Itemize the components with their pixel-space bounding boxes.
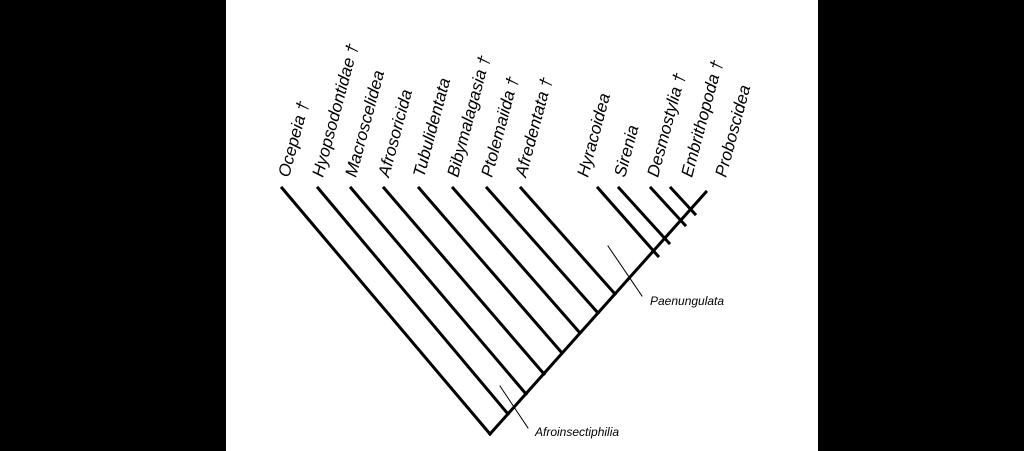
taxon-labels: Ocepeia † Hyopsodontidae † Macroscelidea…: [275, 41, 755, 180]
taxon-label-ocepeia: Ocepeia †: [275, 99, 314, 179]
clade-label-paenungulata: Paenungulata: [650, 294, 724, 308]
branch-embrithopoda: [668, 185, 698, 217]
clade-labels: Paenungulata Afroinsectiphilia: [534, 294, 724, 439]
branch-ptolemaiida: [484, 185, 601, 316]
paenungulata-leader: [607, 245, 643, 297]
branch-sirenia: [616, 185, 672, 246]
branches: [279, 185, 709, 437]
branch-bibymalagasia: [450, 185, 583, 336]
cladogram-panel: Ocepeia † Hyopsodontidae † Macroscelidea…: [226, 0, 818, 451]
taxon-label-proboscidea: Proboscidea: [712, 83, 755, 179]
trunk-left: [279, 185, 493, 437]
clade-label-afroinsectiphilia: Afroinsectiphilia: [534, 425, 619, 439]
taxon-label-sirenia: Sirenia: [611, 123, 643, 179]
afroinsectiphilia-leader: [499, 385, 529, 429]
branch-afrosoricida: [381, 185, 547, 377]
branch-desmostylia: [648, 185, 688, 228]
taxon-label-hyracoidea: Hyracoidea: [574, 91, 615, 179]
branch-tubulidentata: [416, 185, 565, 356]
branch-hyopsodontidae: [315, 185, 511, 417]
branch-macroscelidea: [348, 185, 529, 397]
branch-afredentata: [518, 185, 618, 297]
cladogram: Ocepeia † Hyopsodontidae † Macroscelidea…: [275, 41, 755, 439]
branch-hyracoidea: [595, 185, 661, 259]
